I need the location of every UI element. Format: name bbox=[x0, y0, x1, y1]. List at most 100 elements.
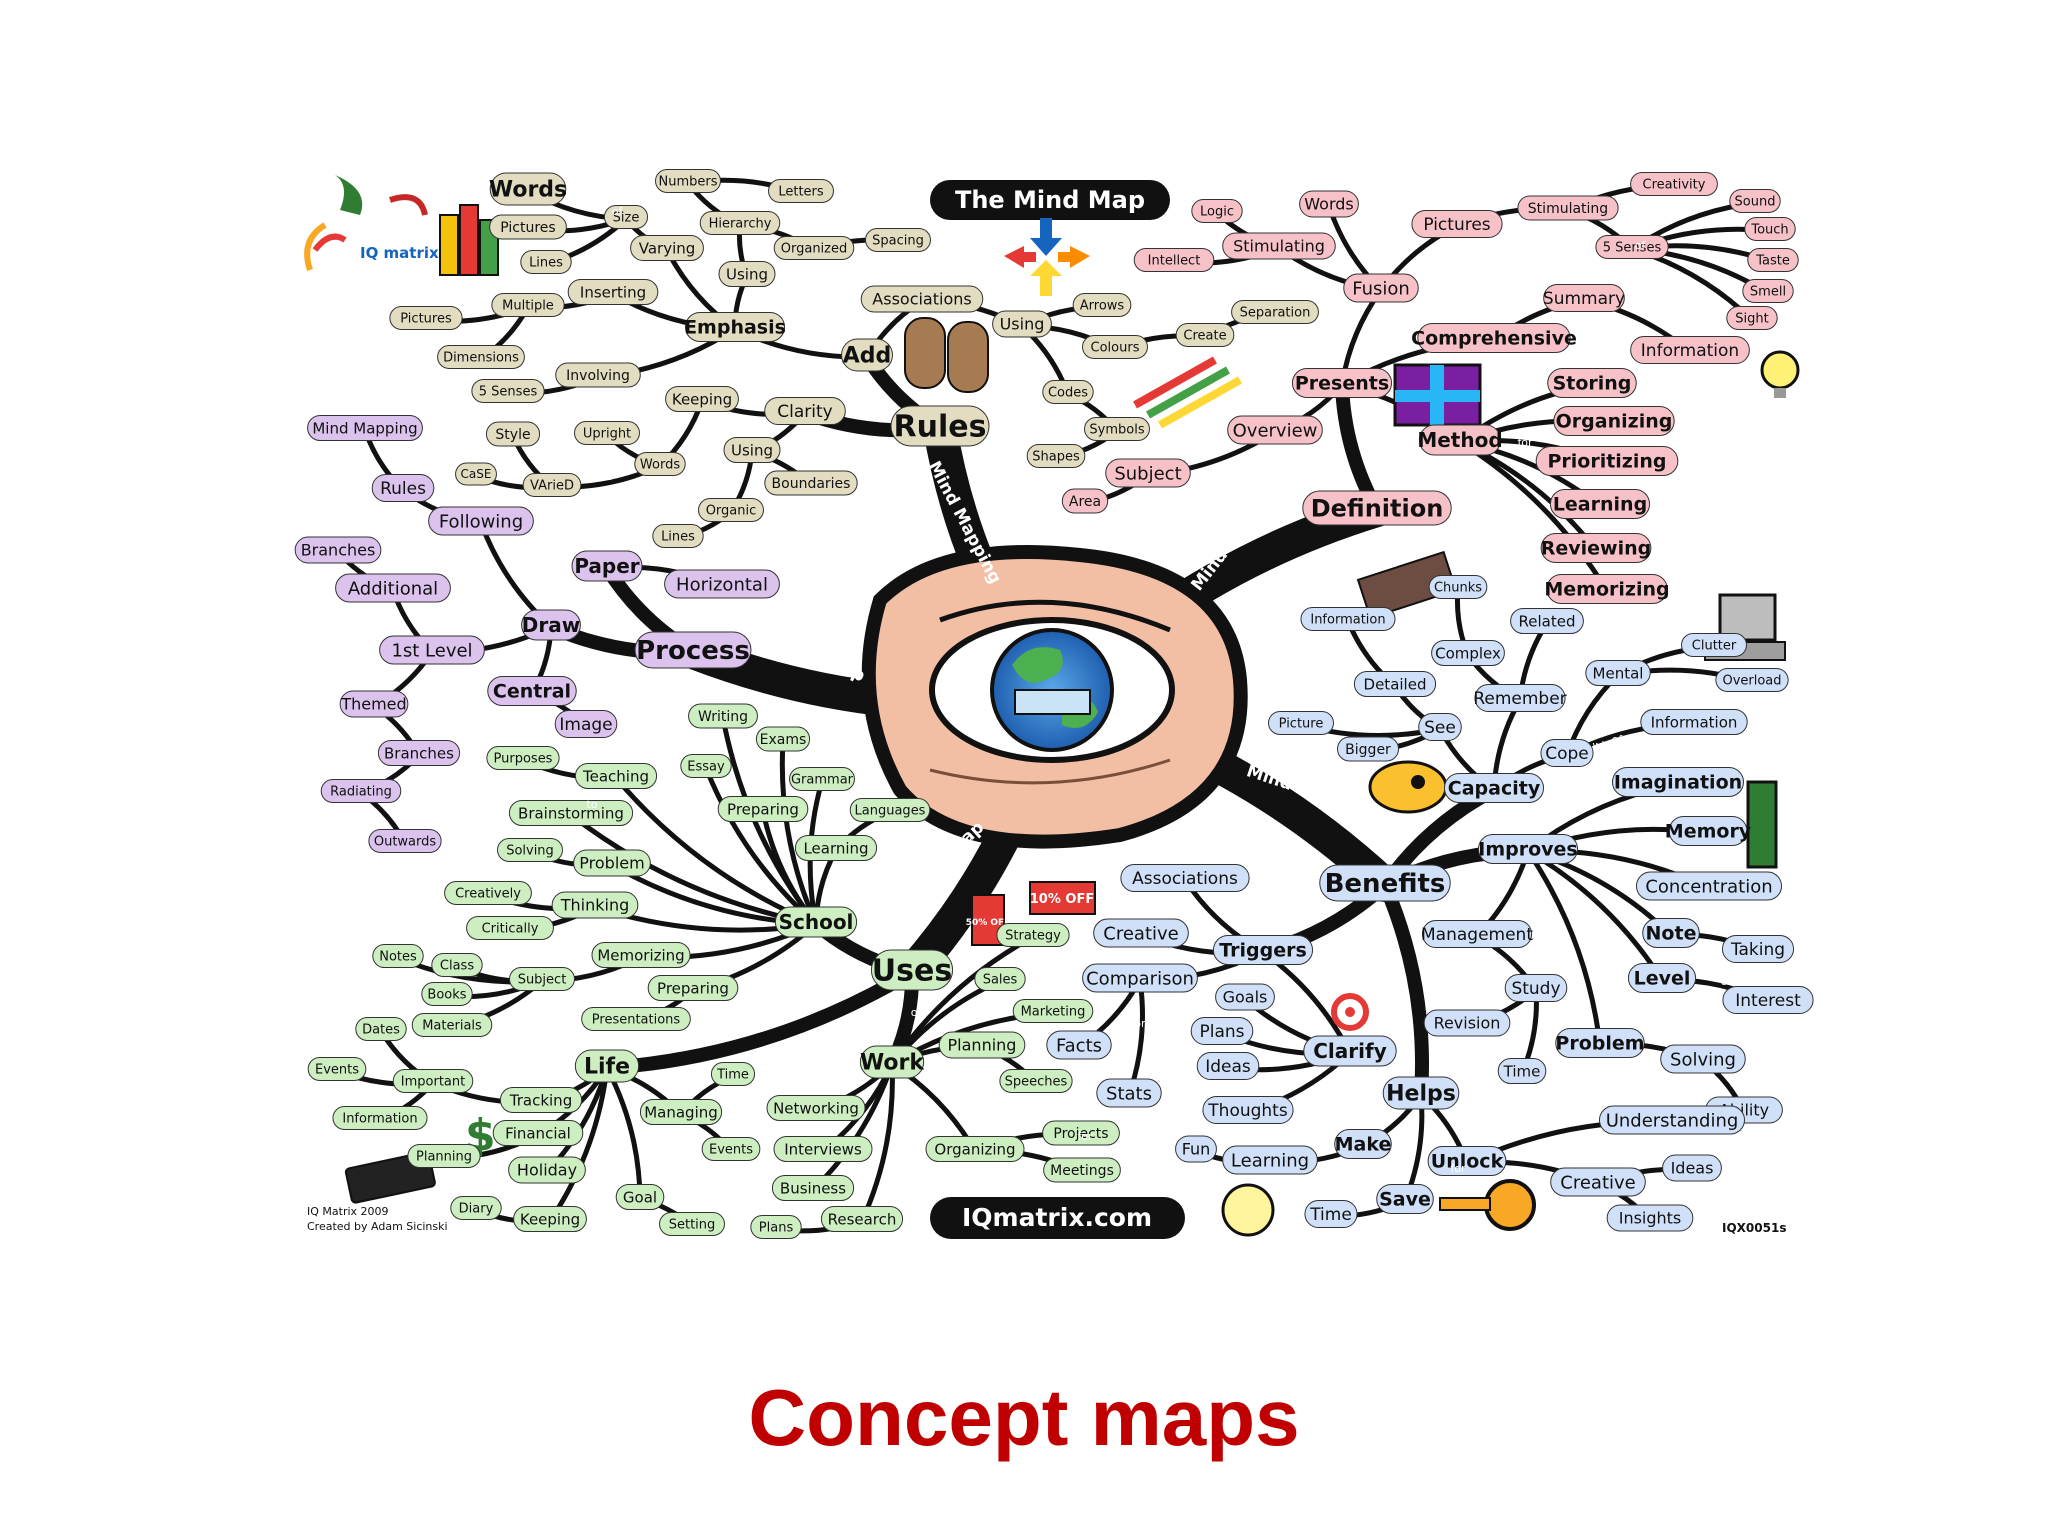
node-comparison: Comparison bbox=[1082, 963, 1198, 993]
node-bubble bbox=[513, 1206, 587, 1232]
node-bubble bbox=[573, 849, 651, 877]
node-information-b: Information bbox=[1300, 607, 1396, 631]
node-bubble bbox=[1196, 1052, 1260, 1080]
node-bubble bbox=[773, 1136, 873, 1162]
node-bubble bbox=[1474, 684, 1566, 712]
node-bubble bbox=[1595, 235, 1669, 259]
node-label: Materials bbox=[422, 1019, 482, 1034]
node-bubble bbox=[1334, 1129, 1392, 1159]
node-save: Save bbox=[1376, 1184, 1434, 1214]
node-bubble bbox=[1120, 864, 1250, 892]
node-learning-d: Learning bbox=[1549, 489, 1651, 519]
node-label: Solving bbox=[1670, 1049, 1736, 1070]
node-bubble bbox=[294, 536, 382, 564]
node-label: Letters bbox=[778, 185, 824, 200]
node-bubble bbox=[634, 631, 752, 669]
node-label: Planning bbox=[416, 1150, 472, 1165]
node-label: Separation bbox=[1240, 306, 1311, 321]
node-colours-r: Colours bbox=[1082, 335, 1148, 359]
node-bubble bbox=[551, 891, 639, 919]
node-mind-mapping-p: Mind Mapping bbox=[307, 415, 423, 441]
node-bubble bbox=[1477, 834, 1579, 864]
node-label: Method bbox=[1417, 428, 1502, 452]
direction-arrows-icon bbox=[1004, 218, 1090, 296]
node-label: Organizing bbox=[1556, 411, 1673, 433]
node-plans-g: Plans bbox=[750, 1215, 802, 1239]
node-bubble bbox=[411, 1013, 493, 1037]
node-label: Save bbox=[1379, 1189, 1431, 1211]
connector-word: of bbox=[612, 205, 624, 218]
node-label: Problem bbox=[579, 854, 644, 873]
node-bubble bbox=[655, 169, 721, 193]
node-label: Codes bbox=[1048, 386, 1088, 401]
node-label: Organic bbox=[706, 504, 757, 519]
node-shapes: Shapes bbox=[1026, 444, 1086, 468]
node-spacing: Spacing bbox=[865, 228, 931, 252]
node-area: Area bbox=[1061, 488, 1109, 514]
node-label: Capacity bbox=[1448, 778, 1541, 800]
node-label: Definition bbox=[1311, 494, 1444, 522]
node-label: Storing bbox=[1553, 373, 1632, 395]
node-bubble bbox=[1715, 668, 1789, 692]
node-label: Paper bbox=[574, 554, 639, 578]
node-label: Subject bbox=[1114, 463, 1181, 484]
node-bubble bbox=[1093, 918, 1189, 948]
node-label: Setting bbox=[669, 1218, 716, 1233]
node-organizing-d: Organizing bbox=[1553, 406, 1675, 436]
node-bubble bbox=[723, 437, 781, 463]
node-label: Teaching bbox=[582, 767, 649, 785]
node-label: Pictures bbox=[500, 220, 555, 236]
node-bubble bbox=[1343, 273, 1419, 303]
connector-labels: ofofofwithbyofofoftoforoftoofwithoftofor… bbox=[364, 205, 1733, 1175]
node-bubble bbox=[1660, 1044, 1746, 1074]
node-label: Process bbox=[636, 636, 750, 666]
node-bubble bbox=[332, 1106, 428, 1130]
node-label: Benefits bbox=[1325, 869, 1446, 899]
node-label: Life bbox=[584, 1055, 630, 1080]
node-bubble bbox=[992, 310, 1052, 338]
node-bubble bbox=[521, 609, 581, 641]
node-label: Management bbox=[1421, 925, 1533, 945]
node-label: Related bbox=[1519, 612, 1576, 630]
node-diary: Diary bbox=[450, 1196, 502, 1220]
bird-icon bbox=[1368, 760, 1448, 814]
node-label: Horizontal bbox=[676, 574, 768, 595]
node-process: Process bbox=[634, 631, 752, 669]
node-label: Planning bbox=[948, 1036, 1017, 1055]
node-plans-b: Plans bbox=[1190, 1017, 1254, 1045]
price-tags: 10% OFF 50% OFF bbox=[966, 881, 1096, 946]
node-letters: Letters bbox=[768, 179, 834, 203]
node-label: Thoughts bbox=[1207, 1101, 1288, 1121]
node-bubble bbox=[1662, 1154, 1722, 1182]
node-label: Using bbox=[731, 441, 773, 459]
node-organized: Organized bbox=[773, 236, 855, 260]
node-label: Preparing bbox=[657, 979, 729, 997]
node-work: Work bbox=[859, 1045, 925, 1079]
node-label: Intellect bbox=[1148, 254, 1201, 269]
node-label: Meetings bbox=[1050, 1163, 1114, 1179]
node-label: Essay bbox=[687, 760, 725, 775]
node-bubble bbox=[591, 942, 691, 968]
node-bubble bbox=[925, 1136, 1025, 1162]
node-taste: Taste bbox=[1747, 248, 1799, 272]
node-using-e: Using bbox=[718, 261, 776, 287]
node-bubble bbox=[1304, 1200, 1358, 1228]
node-bubble bbox=[1411, 210, 1503, 238]
logo-text: IQ matrix bbox=[360, 244, 439, 262]
node-bubble bbox=[1046, 1030, 1112, 1060]
node-keeping-g: Keeping bbox=[513, 1206, 587, 1232]
node-learning-b: Learning bbox=[1222, 1145, 1318, 1175]
node-label: Comparison bbox=[1086, 968, 1194, 989]
lightbulb-icon bbox=[1760, 350, 1800, 398]
node-label: Plans bbox=[759, 1221, 794, 1236]
node-bubble bbox=[508, 1156, 586, 1184]
node-label: Multiple bbox=[502, 299, 554, 314]
branch-line bbox=[604, 1065, 643, 1202]
node-label: Learning bbox=[803, 839, 868, 857]
node-label: Managing bbox=[644, 1103, 718, 1121]
node-bubble bbox=[1640, 709, 1748, 735]
node-involving: Involving bbox=[555, 362, 641, 388]
node-label: Memorizing bbox=[597, 946, 684, 964]
iq-matrix-logo: IQ matrix bbox=[304, 175, 439, 271]
node-bubble bbox=[1540, 533, 1652, 563]
